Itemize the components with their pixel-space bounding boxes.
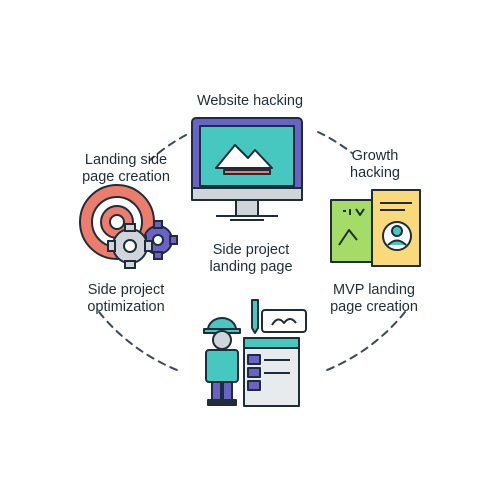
label-line: Side project	[212, 242, 290, 258]
monitor-icon	[191, 117, 303, 221]
label-line: hacking	[350, 165, 400, 181]
label-line: optimization	[87, 299, 165, 315]
label-line: page creation	[330, 299, 418, 315]
label-line: landing page	[209, 259, 293, 275]
label-line: Landing side	[84, 152, 168, 168]
label-growth-hacking: Growth hacking	[330, 148, 420, 182]
label-line: Growth	[351, 148, 399, 164]
label-line: Website hacking	[196, 93, 304, 109]
target-gears-icon	[79, 184, 178, 269]
label-line: MVP landing	[333, 282, 415, 298]
label-line: Side project	[87, 282, 165, 298]
label-mvp-landing-page-creation: MVP landing page creation	[314, 282, 434, 316]
label-side-project-landing-page: Side project landing page	[196, 242, 306, 276]
label-website-hacking: Website hacking	[190, 93, 310, 110]
worker-board-icon	[203, 299, 307, 407]
label-side-project-optimization: Side project optimization	[66, 282, 186, 316]
documents-profile-icon	[330, 189, 421, 267]
label-landing-side-page-creation: Landing side page creation	[66, 152, 186, 186]
label-line: page creation	[82, 169, 170, 185]
